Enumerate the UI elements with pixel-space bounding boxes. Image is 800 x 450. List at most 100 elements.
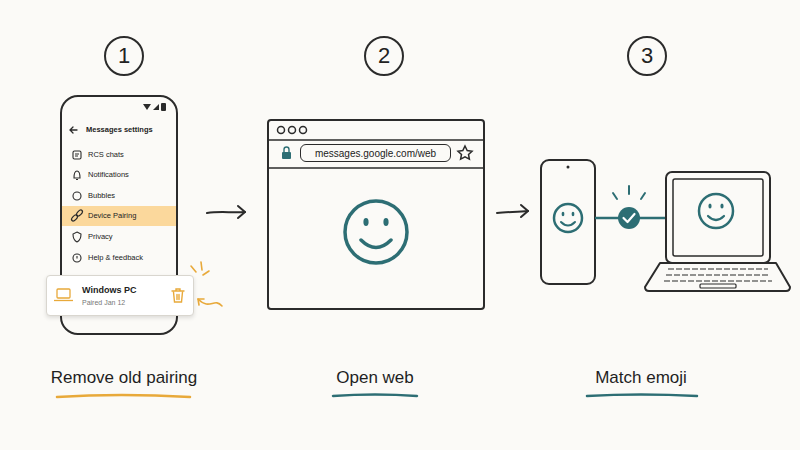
- match-link-part: [618, 207, 640, 229]
- phone-smiley-part: [554, 204, 582, 232]
- phone-smiley: [554, 204, 582, 232]
- back-arrow-icon-part: [70, 127, 77, 133]
- device-name: Windows PC: [82, 285, 136, 296]
- web-smiley-part: [383, 218, 388, 226]
- remove-callout: [191, 262, 222, 306]
- trash-icon-part: [177, 295, 179, 300]
- match-link-part: [613, 186, 645, 199]
- url-text: messages.google.com/web: [315, 148, 436, 159]
- trash-icon: [172, 289, 184, 302]
- menu-item: Device Pairing: [88, 211, 136, 220]
- small-phone: [541, 160, 595, 284]
- card-laptop-icon-part: [57, 289, 70, 298]
- link-icon-part: [76, 209, 84, 217]
- match-link: [595, 186, 666, 229]
- laptop-part: [666, 172, 770, 263]
- phone-smiley-part: [562, 212, 565, 216]
- menu-icons-part: [76, 256, 77, 259]
- phone-status-icons: [143, 103, 166, 111]
- phone-smiley-part: [561, 222, 575, 226]
- step-number-circle: 2: [364, 36, 404, 76]
- step-caption: Remove old pairing: [51, 368, 197, 388]
- lock-icon: [282, 147, 291, 159]
- menu-item: Notifications: [88, 170, 129, 179]
- caption-underlines-part: [333, 395, 417, 397]
- step-arrows-part: [238, 206, 245, 218]
- caption-underlines: [57, 395, 697, 398]
- remove-callout-part: [198, 299, 222, 306]
- menu-item: Privacy: [88, 232, 113, 241]
- laptop-part: [673, 179, 763, 256]
- browser-window-part: [268, 120, 484, 309]
- phone-status-icons-part: [161, 103, 166, 111]
- menu-icons-part: [73, 254, 81, 262]
- laptop-smiley-part: [699, 194, 733, 228]
- step-arrows-part: [497, 211, 528, 213]
- trash-icon-part: [174, 292, 183, 302]
- step-arrows-part: [521, 205, 528, 217]
- remove-callout-part: [198, 299, 204, 305]
- menu-icons-part: [73, 232, 81, 242]
- back-arrow-icon: [70, 127, 77, 133]
- phone-status-icons-part: [143, 104, 151, 110]
- laptop: [645, 172, 790, 291]
- phone-status-icons-part: [153, 104, 159, 110]
- browser-window-part: [278, 127, 285, 134]
- paired-date: Paired Jan 12: [82, 299, 125, 308]
- web-smiley-part: [345, 201, 407, 263]
- lock-icon-part: [284, 147, 289, 152]
- web-smiley-part: [361, 240, 391, 248]
- step-arrows-part: [207, 212, 245, 213]
- menu-icons-part: [74, 171, 80, 180]
- match-link-part: [624, 214, 635, 222]
- caption-underlines-part: [587, 395, 697, 397]
- browser-window: [268, 120, 484, 309]
- laptop-part: [645, 263, 790, 291]
- step-number: 3: [641, 43, 653, 69]
- step-caption: Match emoji: [595, 368, 687, 388]
- browser-window-part: [300, 127, 307, 134]
- phone-smiley-part: [572, 212, 575, 216]
- remove-callout-part: [191, 262, 209, 275]
- step-arrows: [207, 205, 528, 218]
- browser-window-part: [458, 146, 472, 159]
- trash-icon-part: [172, 289, 184, 291]
- paired-device-card: Windows PC Paired Jan 12: [46, 275, 194, 316]
- small-phone-part: [541, 160, 595, 284]
- highlighted-menu-item: Device Pairing: [62, 206, 176, 226]
- link-icon: [71, 209, 84, 222]
- step-caption: Open web: [336, 368, 414, 388]
- menu-item: Help & feedback: [88, 253, 143, 262]
- laptop-part: [700, 284, 736, 288]
- lock-icon-part: [282, 152, 291, 159]
- step-number: 2: [378, 43, 390, 69]
- caption-underlines-part: [57, 395, 190, 397]
- address-bar: messages.google.com/web: [300, 144, 451, 162]
- menu-item: Bubbles: [88, 191, 115, 200]
- browser-window-part: [289, 127, 296, 134]
- menu-icons-part: [73, 192, 81, 200]
- menu-item: RCS chats: [88, 150, 124, 159]
- small-phone-part: [567, 166, 570, 169]
- laptop-smiley-part: [720, 203, 723, 208]
- link-icon-part: [71, 214, 79, 222]
- step-number: 1: [118, 43, 130, 69]
- menu-title: Messages settings: [86, 125, 153, 134]
- card-laptop-icon-part: [54, 300, 73, 301]
- menu-icons-part: [73, 151, 81, 159]
- browser-window-part: [268, 139, 484, 141]
- web-smiley: [345, 201, 407, 263]
- card-laptop-icon: [54, 289, 73, 301]
- web-smiley-part: [363, 218, 368, 226]
- step-number-circle: 1: [104, 36, 144, 76]
- menu-icons-part: [75, 154, 79, 156]
- laptop-smiley: [699, 194, 733, 228]
- laptop-smiley-part: [708, 203, 711, 208]
- laptop-part: [664, 269, 772, 281]
- laptop-smiley-part: [708, 216, 724, 220]
- step-number-circle: 3: [627, 36, 667, 76]
- browser-window-part: [268, 167, 484, 169]
